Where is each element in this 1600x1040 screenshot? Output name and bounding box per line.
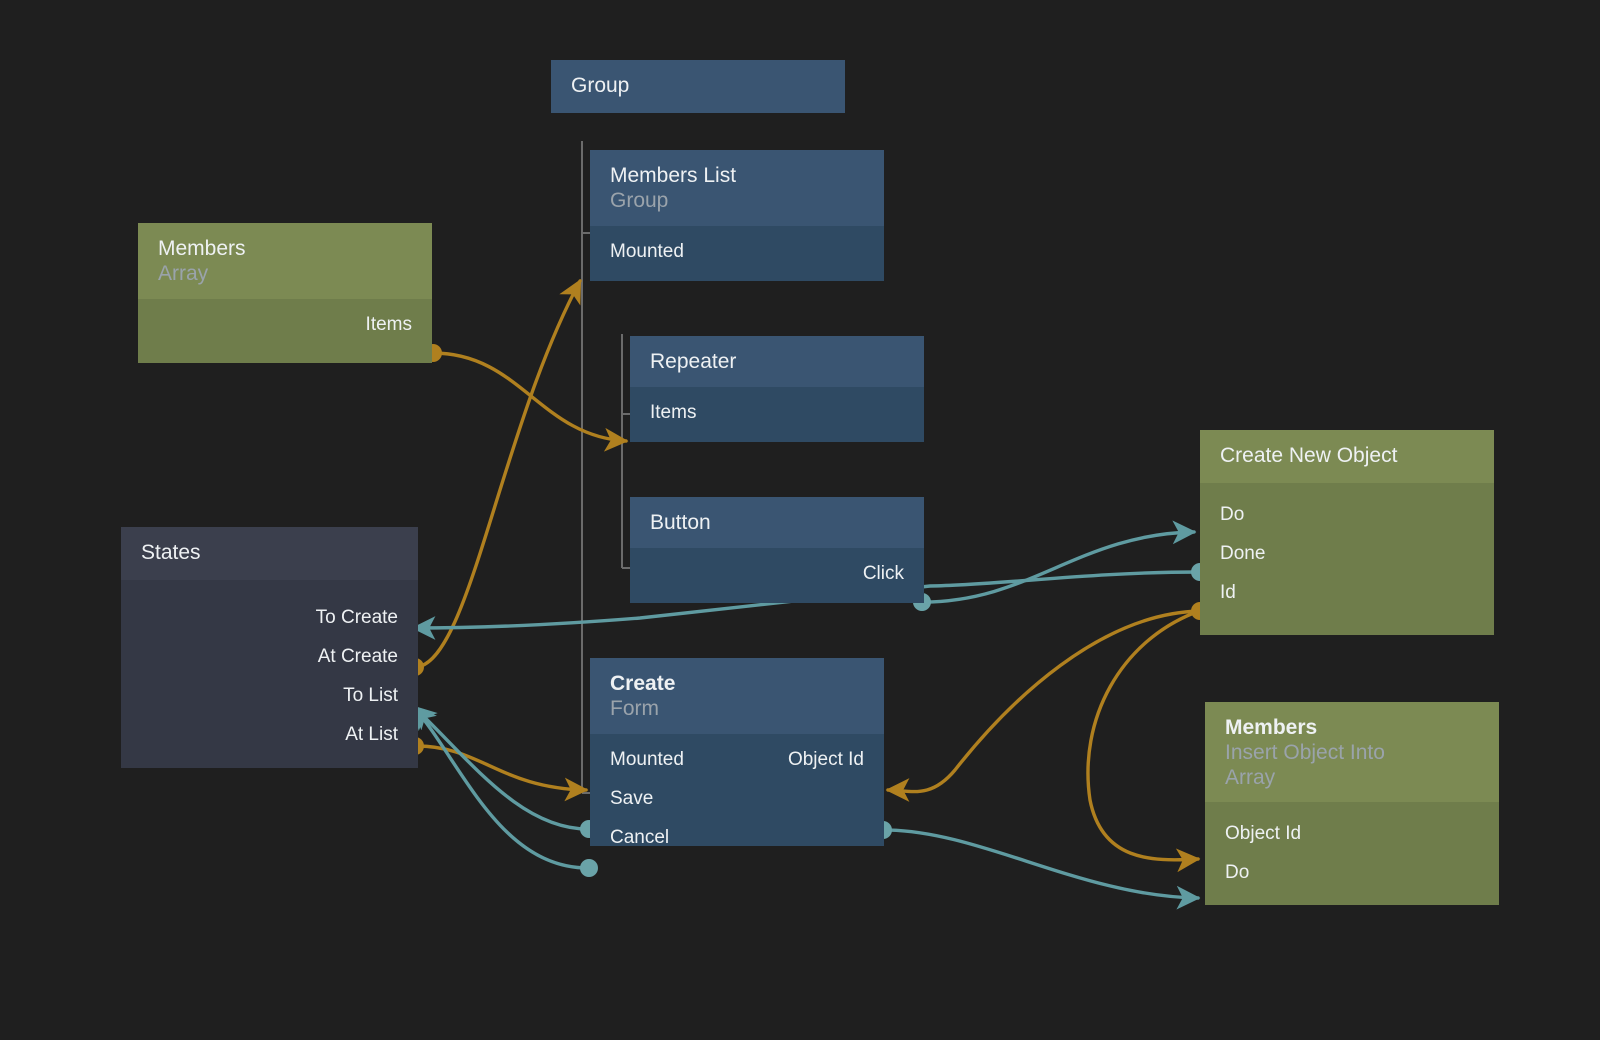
node-members-array-title: Members — [158, 237, 246, 260]
wire-id-to-members-insert-object-id — [1086, 609, 1201, 873]
port-repeater-items[interactable]: Items — [650, 401, 697, 423]
port-button-click[interactable]: Click — [862, 562, 904, 584]
node-states-title: States — [141, 541, 201, 564]
node-create-new-object[interactable]: Create New Object Do Done Id — [1200, 430, 1494, 648]
node-create-new-object-header: Create New Object — [1200, 430, 1494, 483]
node-members-array-subtitle: Array — [158, 261, 209, 285]
node-create-form-subtitle: Form — [610, 696, 659, 720]
node-members-insert-header: Members Insert Object Into Array — [1205, 702, 1499, 803]
node-members-list-header: Members List Group — [590, 150, 884, 226]
port-members-insert-do[interactable]: Do — [1225, 862, 1250, 884]
port-create-new-object-do[interactable]: Do — [1220, 503, 1245, 525]
port-members-insert-object-id[interactable]: Object Id — [1225, 823, 1302, 845]
node-create-form-title: Create — [610, 672, 676, 695]
node-group[interactable]: Group — [551, 60, 845, 127]
node-states-header: States — [121, 527, 418, 580]
node-button-title: Button — [650, 511, 711, 534]
node-members-insert-subtitle-1: Insert Object Into — [1225, 740, 1385, 764]
node-members-list-subtitle: Group — [610, 188, 669, 212]
node-members-list-body: Mounted — [590, 225, 884, 281]
port-create-form-objectid-label: Object Id — [787, 748, 864, 770]
node-button-body: Click — [630, 547, 924, 603]
node-members-insert-title: Members — [1225, 716, 1318, 739]
port-states-to-create[interactable]: To Create — [315, 606, 398, 628]
wire-id-to-create-object-id — [885, 609, 1201, 802]
port-create-form-mounted-label: Mounted — [610, 748, 684, 770]
node-group-title: Group — [571, 74, 630, 97]
port-create-form-save[interactable]: Save — [610, 787, 654, 809]
node-states[interactable]: States To Create At Create To List At Li… — [121, 527, 418, 781]
port-create-new-object-id[interactable]: Id — [1220, 581, 1236, 603]
node-members-array-body: Items — [138, 298, 432, 363]
node-repeater-header: Repeater — [630, 336, 924, 387]
wire-members-items-to-repeater-items — [431, 351, 629, 452]
wire-cancel-to-to-list — [412, 705, 590, 870]
node-members-insert-body: Object Id Do — [1205, 802, 1499, 906]
port-members-array-items[interactable]: Items — [365, 313, 412, 335]
wire-at-list-to-create-mounted — [415, 744, 589, 802]
port-states-at-list[interactable]: At List — [345, 723, 398, 745]
node-members-list-title: Members List — [610, 164, 737, 187]
port-states-at-create[interactable]: At Create — [317, 645, 398, 667]
port-create-form-cancel[interactable]: Cancel — [610, 826, 670, 848]
node-members-list[interactable]: Members List Group Mounted — [590, 150, 884, 281]
node-button[interactable]: Button Click — [630, 497, 924, 603]
wire-create-out-to-members-insert-do — [882, 828, 1201, 910]
node-members-insert-subtitle-2: Array — [1225, 765, 1276, 789]
node-create-form-body: Mounted Object Id Save Cancel — [590, 733, 884, 848]
node-create-form[interactable]: Create Form Mounted Object Id Save Cance… — [590, 658, 884, 906]
node-create-form-header: Create Form — [590, 658, 884, 734]
node-members-array-header: Members Array — [138, 223, 432, 299]
port-create-new-object-done[interactable]: Done — [1220, 542, 1266, 564]
node-button-header: Button — [630, 497, 924, 548]
port-states-to-list[interactable]: To List — [343, 684, 398, 706]
node-members-array[interactable]: Members Array Items — [138, 223, 432, 386]
node-group-header: Group — [551, 60, 845, 113]
node-repeater-title: Repeater — [650, 350, 737, 373]
node-states-body: To Create At Create To List At List — [121, 579, 418, 768]
port-create-form-mounted-objectid[interactable]: Mounted Object Id — [590, 740, 884, 779]
wire-click-to-create-new-object-do — [921, 520, 1197, 604]
wire-save-to-to-list — [412, 705, 590, 831]
node-create-new-object-title: Create New Object — [1220, 444, 1398, 467]
node-repeater-body: Items — [630, 386, 924, 442]
node-members-insert[interactable]: Members Insert Object Into Array Object … — [1205, 702, 1499, 935]
node-repeater[interactable]: Repeater Items — [630, 336, 924, 442]
wire-at-create-to-members-list-mounted — [415, 278, 582, 669]
node-create-new-object-body: Do Done Id — [1200, 482, 1494, 635]
port-members-list-mounted[interactable]: Mounted — [610, 240, 684, 262]
